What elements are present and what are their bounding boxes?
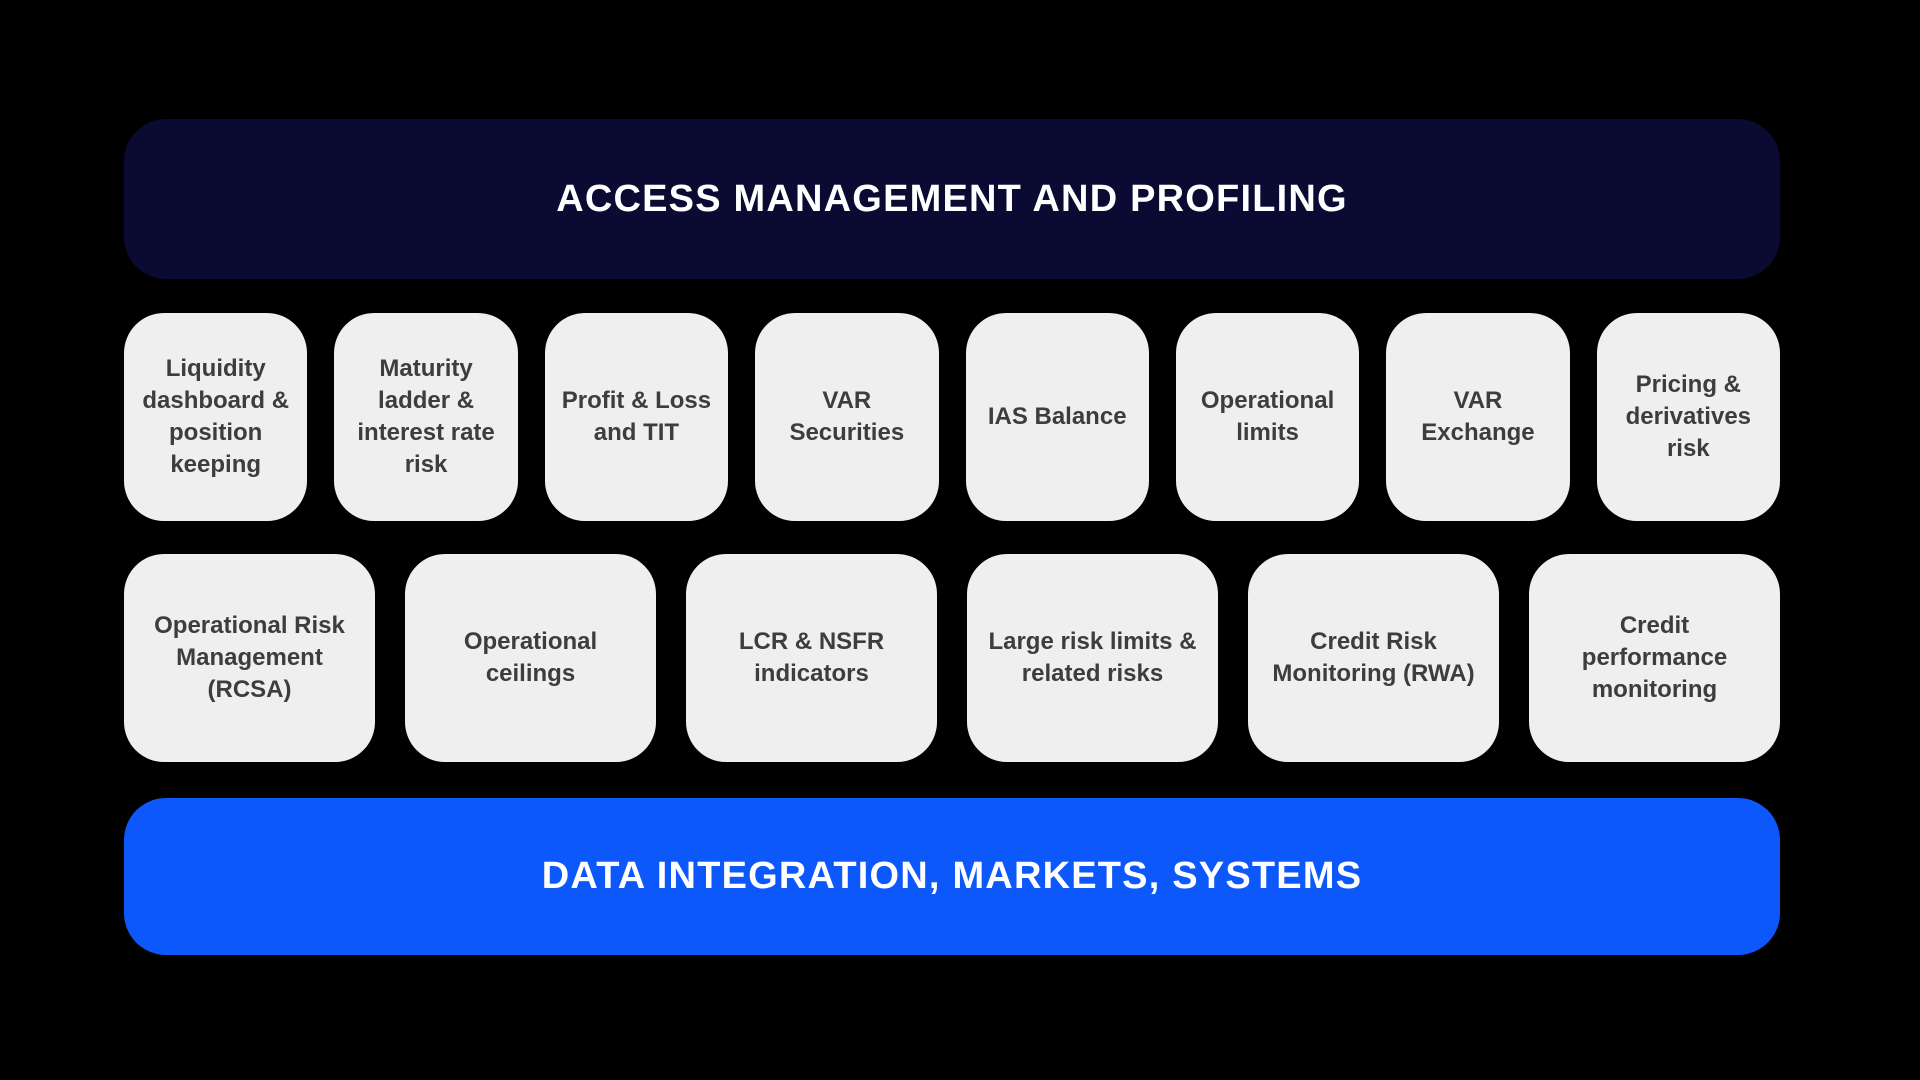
card-label: IAS Balance <box>987 403 1127 430</box>
card-ias-balance: IAS Balance <box>965 313 1149 521</box>
card-label: VAR Exchange <box>1421 387 1535 446</box>
card-label: Operational limits <box>1200 387 1335 446</box>
card-profit-loss-tit: Profit & Loss and TIT <box>544 313 729 521</box>
card-label: Maturity ladder & interest rate risk <box>357 355 495 478</box>
card-var-exchange: VAR Exchange <box>1386 313 1570 521</box>
access-management-banner-label: ACCESS MANAGEMENT AND PROFILING <box>556 177 1348 220</box>
card-lcr-nsfr-indicators: LCR & NSFR indicators <box>686 554 937 762</box>
access-management-banner: ACCESS MANAGEMENT AND PROFILING <box>124 119 1780 279</box>
card-label: Liquidity dashboard & position keeping <box>142 355 290 478</box>
card-label: Credit Risk Monitoring (RWA) <box>1272 628 1475 687</box>
data-integration-banner-label: DATA INTEGRATION, MARKETS, SYSTEMS <box>541 855 1363 897</box>
card-var-securities: VAR Securities <box>755 313 939 521</box>
card-operational-limits: Operational limits <box>1175 313 1360 521</box>
card-large-risk-limits: Large risk limits & related risks <box>967 554 1218 762</box>
card-label: LCR & NSFR indicators <box>738 628 885 687</box>
diagram-canvas: ACCESS MANAGEMENT AND PROFILING Liquidit… <box>124 119 1780 955</box>
card-liquidity-dashboard: Liquidity dashboard & position keeping <box>124 313 308 521</box>
card-label: Large risk limits & related risks <box>988 628 1197 687</box>
card-pricing-derivatives-risk: Pricing & derivatives risk <box>1596 313 1780 521</box>
card-label: Profit & Loss and TIT <box>561 387 712 446</box>
card-label: Operational Risk Management (RCSA) <box>154 612 345 703</box>
card-operational-ceilings: Operational ceilings <box>405 554 656 762</box>
card-credit-risk-monitoring: Credit Risk Monitoring (RWA) <box>1248 554 1499 762</box>
card-maturity-ladder: Maturity ladder & interest rate risk <box>334 313 518 521</box>
module-row-2: Operational Risk Management (RCSA) Opera… <box>124 554 1780 762</box>
card-label: Credit performance monitoring <box>1581 612 1728 703</box>
module-row-1: Liquidity dashboard & position keeping M… <box>124 313 1780 521</box>
card-label: Operational ceilings <box>463 628 598 687</box>
card-operational-risk-management: Operational Risk Management (RCSA) <box>124 554 375 762</box>
card-label: VAR Securities <box>789 387 905 446</box>
card-credit-performance-monitoring: Credit performance monitoring <box>1529 554 1780 762</box>
data-integration-banner: DATA INTEGRATION, MARKETS, SYSTEMS <box>124 798 1780 955</box>
card-label: Pricing & derivatives risk <box>1625 371 1752 462</box>
